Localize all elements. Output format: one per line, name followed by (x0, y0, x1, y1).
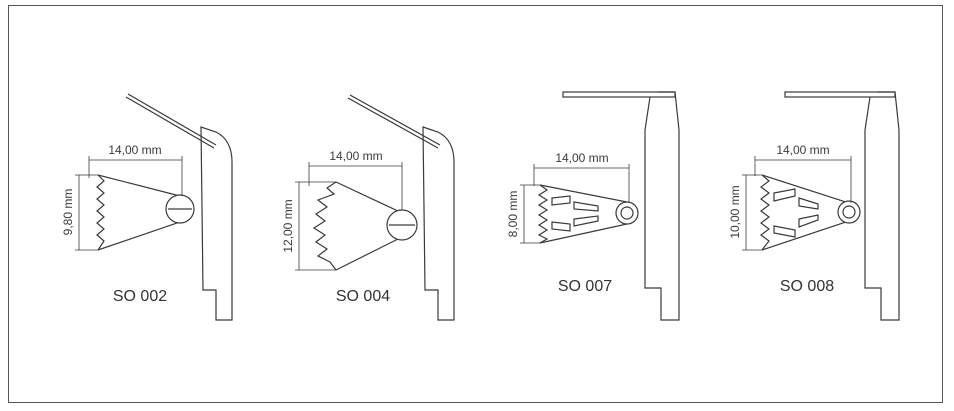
blade-so008-teeth (760, 174, 770, 251)
blade-so004-width: 14,00 mm (329, 149, 382, 163)
blade-so008-width: 14,00 mm (776, 143, 829, 157)
blade-so007-body (539, 184, 628, 244)
blade-so002-teeth (96, 174, 105, 251)
blade-so002-pin (127, 93, 217, 146)
blade-so004-label: SO 004 (336, 288, 390, 305)
blade-so002-width: 14,00 mm (108, 143, 161, 157)
blade-so002-label: SO 002 (113, 288, 167, 305)
blade-so007-label: SO 007 (558, 278, 612, 295)
blade-so007-top-plate (562, 91, 676, 98)
blade-so002-pin-edge (125, 96, 215, 149)
blade-so008-slot-1 (773, 188, 796, 202)
blade-so002: 14,00 mm 9,80 mm SO 002 (61, 93, 233, 321)
blade-so004-teeth (312, 181, 337, 271)
blade-so008-top-plate (784, 91, 896, 98)
blade-so007-height: 8,00 mm (506, 191, 520, 238)
blade-so008-height: 10,00 mm (728, 185, 742, 238)
diagram-frame (8, 5, 943, 403)
blade-so007-slot-4 (573, 215, 599, 227)
blade-so004-handpiece (422, 126, 455, 321)
blade-so004: 14,00 mm 12,00 mm SO 004 (281, 94, 455, 321)
blade-so008-slot-3 (773, 225, 796, 238)
blade-so004-pin-edge (347, 97, 439, 149)
blade-so008-handpiece (864, 91, 900, 321)
blade-so008-hub (837, 200, 861, 224)
blade-so008-hub-bore (842, 205, 856, 219)
blade-so008-slot-4 (798, 214, 819, 228)
blade-so007-width: 14,00 mm (555, 151, 608, 165)
blade-so008-slot-2 (798, 197, 819, 210)
blade-so008-label: SO 008 (780, 278, 834, 295)
blade-so007-slot-2 (573, 201, 599, 212)
blade-so007-hub (615, 201, 639, 225)
blade-so002-height: 9,80 mm (61, 189, 75, 236)
blade-so007-slot-3 (551, 221, 571, 232)
blade-so007-handpiece (644, 91, 680, 321)
blade-so007: 14,00 mm 8,00 mm SO 007 (506, 91, 680, 321)
blade-so008-body (761, 174, 850, 251)
blade-so002-handpiece (200, 126, 233, 321)
blade-so007-teeth (537, 184, 549, 244)
blade-so007-hub-bore (620, 206, 634, 220)
blade-so004-pin (349, 94, 441, 146)
blade-so004-height: 12,00 mm (281, 199, 295, 252)
blade-so008: 14,00 mm 10,00 mm SO 008 (728, 91, 900, 321)
blade-so007-slot-1 (551, 195, 571, 206)
